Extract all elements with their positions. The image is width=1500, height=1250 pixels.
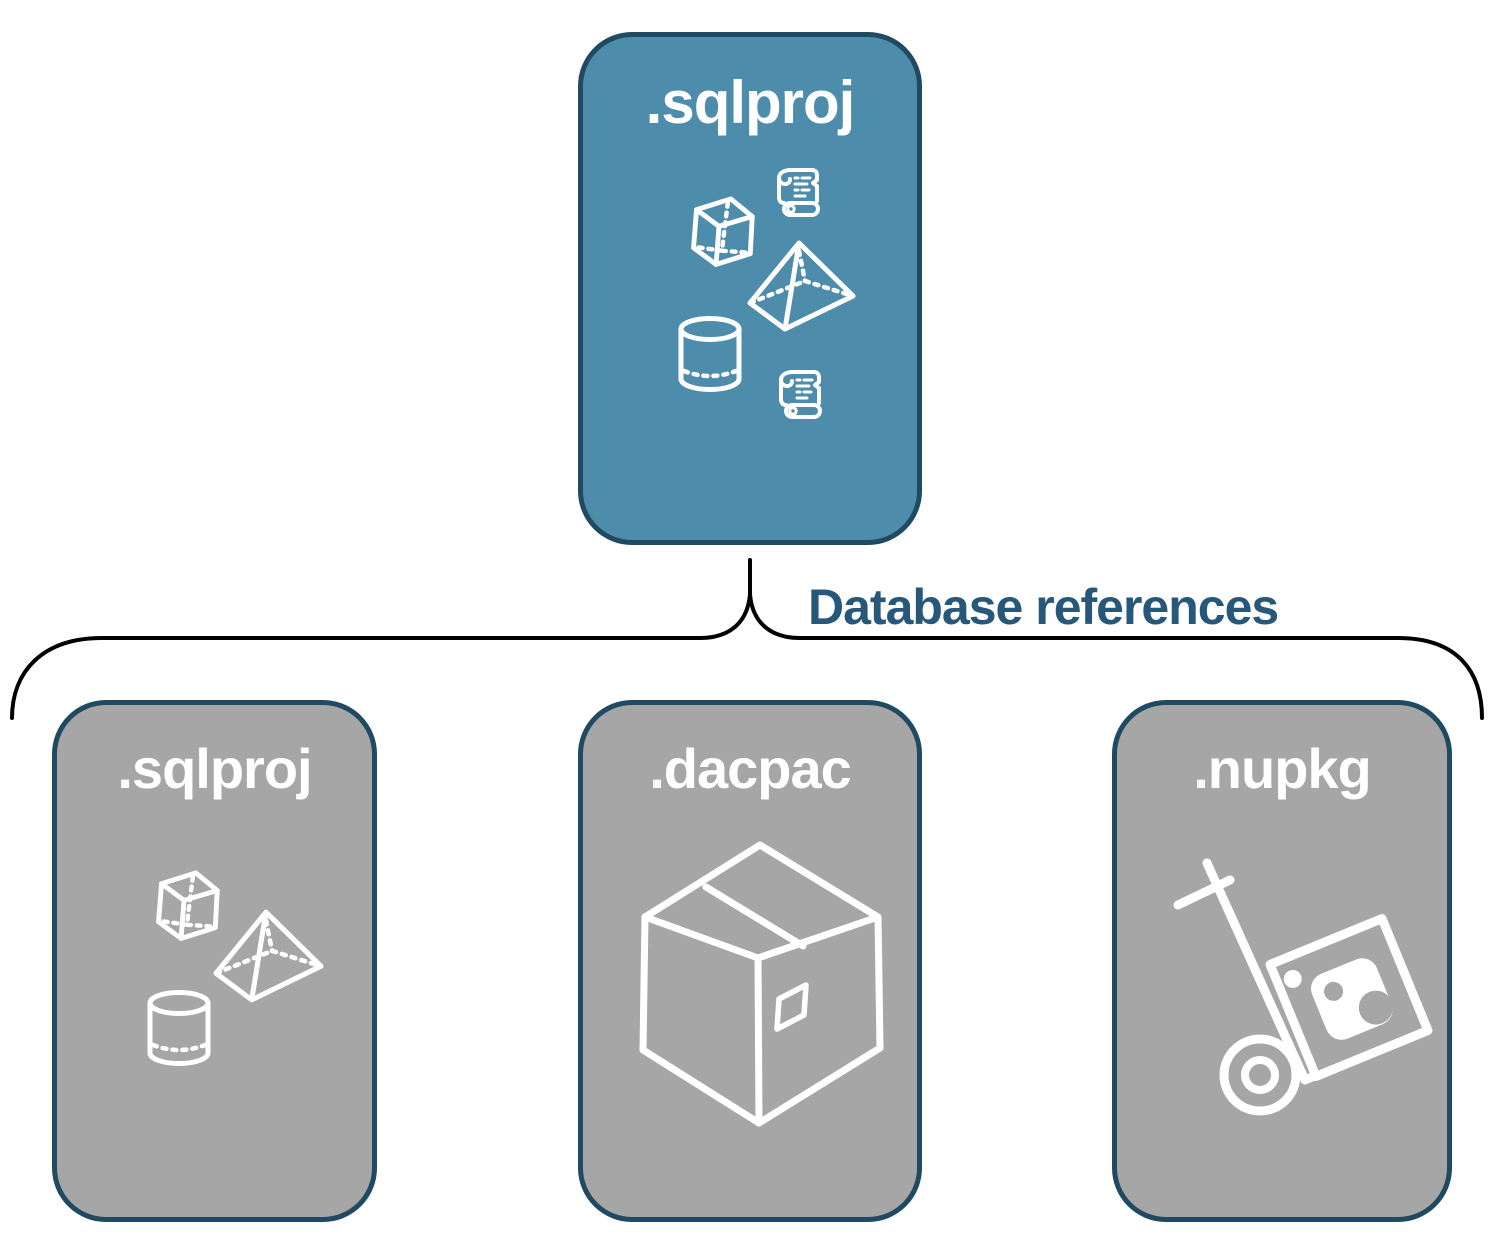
cube-icon — [140, 868, 228, 958]
child-node-label: .dacpac — [649, 737, 852, 800]
child-node-label: .sqlproj — [117, 737, 312, 800]
child-node-label: .nupkg — [1193, 737, 1372, 800]
cube-icon — [675, 194, 763, 284]
scroll-icon — [771, 367, 829, 423]
cylinder-icon — [676, 316, 744, 394]
node-child-sqlproj: .sqlproj — [52, 700, 377, 1222]
cylinder-icon — [145, 990, 213, 1068]
root-node-label: .sqlproj — [645, 69, 856, 136]
pyramid-icon — [213, 908, 325, 1006]
package-box-icon — [639, 841, 884, 1130]
scroll-icon — [769, 165, 827, 221]
node-child-dacpac: .dacpac — [578, 700, 922, 1222]
node-child-nupkg: .nupkg — [1112, 700, 1452, 1222]
connector-label: Database references — [808, 579, 1279, 635]
node-root-sqlproj: .sqlproj — [578, 32, 922, 545]
pyramid-icon — [746, 239, 858, 335]
nuget-hand-truck-icon — [1165, 858, 1433, 1116]
